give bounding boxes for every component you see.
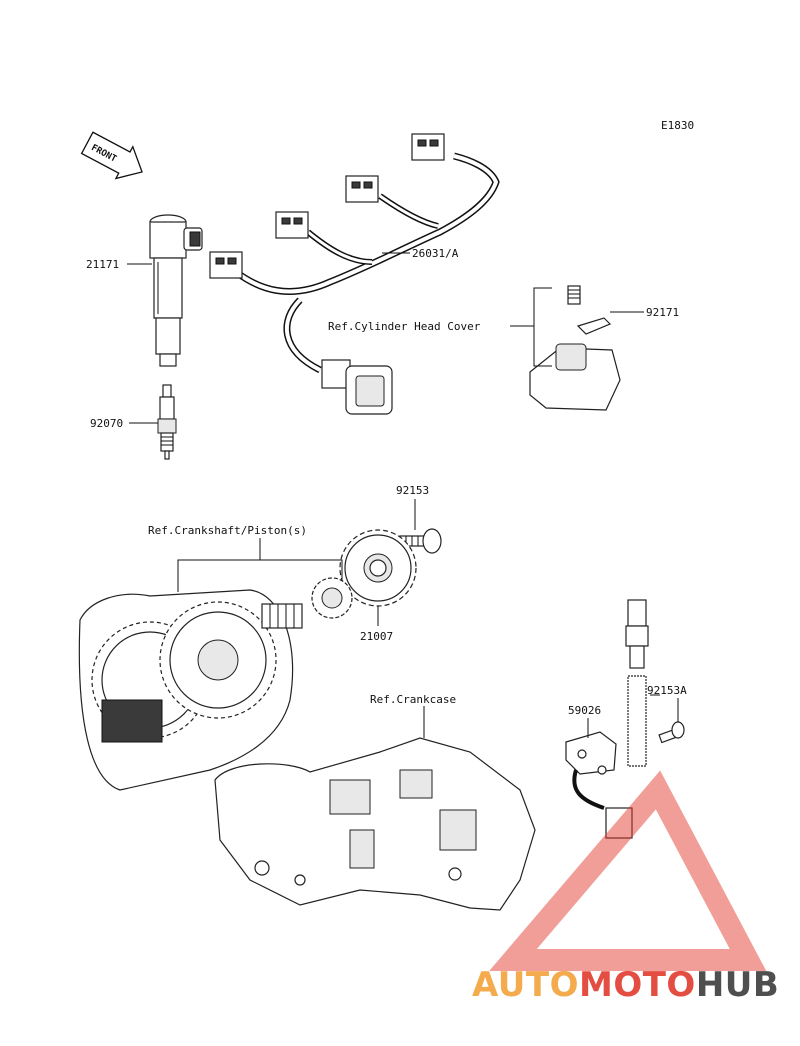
- watermark-hub: HUB: [696, 965, 779, 1005]
- wiring-harness-illustration: [209, 133, 500, 415]
- sensor-bolt-illustration: [658, 721, 685, 744]
- label-92153: 92153: [396, 484, 429, 497]
- watermark-moto: MOTO: [579, 965, 696, 1005]
- timing-rotor-illustration: [311, 529, 417, 619]
- label-92153A: 92153A: [647, 684, 687, 697]
- svg-text:AUTOMOTOHUB: AUTOMOTOHUB: [472, 965, 779, 1005]
- watermark-auto: AUTO: [472, 965, 579, 1005]
- diagram-code: E1830: [661, 119, 694, 132]
- crankcase-illustration: [214, 737, 536, 911]
- ref-cylinder-head-cover: Ref.Cylinder Head Cover: [328, 320, 481, 333]
- spark-plug-illustration: [157, 384, 177, 460]
- front-arrow-icon: FRONT: [80, 131, 143, 180]
- cylinder-head-cover-illustration: [529, 285, 621, 411]
- label-92070: 92070: [90, 417, 123, 430]
- label-26031A: 26031/A: [412, 247, 459, 260]
- label-21171: 21171: [86, 258, 119, 271]
- label-92171: 92171: [646, 306, 679, 319]
- label-59026: 59026: [568, 704, 601, 717]
- ref-crankshaft-piston: Ref.Crankshaft/Piston(s): [148, 524, 307, 537]
- automotohub-watermark: AUTOMOTOHUB: [472, 770, 779, 1005]
- label-21007: 21007: [360, 630, 393, 643]
- pickup-coil-illustration: [565, 599, 649, 839]
- ignition-coil-illustration: [149, 214, 203, 367]
- ref-crankcase: Ref.Crankcase: [370, 693, 456, 706]
- crankshaft-illustration: [78, 589, 303, 791]
